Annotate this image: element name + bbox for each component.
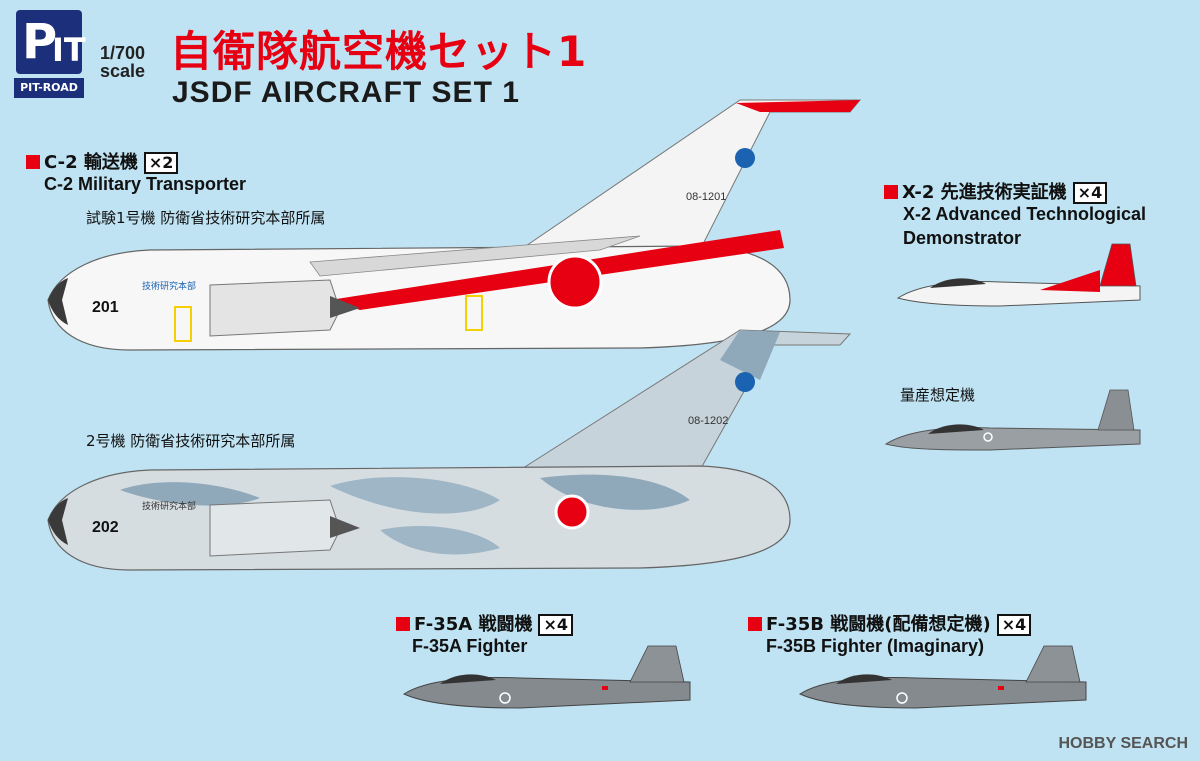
x2-production-note: 量産想定機	[900, 386, 976, 404]
x2-quantity-badge: ×4	[1072, 182, 1108, 204]
c2-first-tail-number: 08-1201	[686, 191, 726, 203]
c2-quantity-badge: ×2	[143, 152, 179, 174]
section-c2-heading: C-2 輸送機×2	[26, 148, 179, 174]
c2-second-tail-number: 08-1202	[688, 415, 728, 427]
c2-first-side-text: 技術研究本部	[142, 280, 196, 292]
logo-letter-p: P	[22, 14, 58, 70]
x2-jp-label: X-2 先進技術実証機	[902, 182, 1067, 203]
c2-en-label: C-2 Military Transporter	[44, 174, 247, 194]
logo-name: PIT-ROAD	[14, 78, 84, 98]
logo-letters-it: IT	[52, 31, 86, 69]
red-square-icon	[748, 617, 762, 631]
red-square-icon	[26, 155, 40, 169]
title-japanese: 自衛隊航空機セット1	[170, 27, 588, 76]
pit-road-logo: P IT PIT-ROAD	[14, 10, 86, 102]
x2-en-label-2: Demonstrator	[903, 228, 1022, 248]
c2-second-note: 2号機 防衛省技術研究本部所属	[86, 432, 296, 450]
f35a-quantity-badge: ×4	[538, 614, 574, 636]
title-english: JSDF AIRCRAFT SET 1	[172, 76, 520, 109]
red-square-icon	[396, 617, 410, 631]
scale-ratio: 1/700	[100, 43, 146, 63]
c2-first-note: 試験1号機 防衛省技術研究本部所属	[86, 209, 326, 227]
scale-word: scale	[100, 61, 146, 81]
f35b-jp-label: F-35B 戦闘機(配備想定機)	[766, 614, 991, 635]
c2-second-side-text: 技術研究本部	[142, 500, 196, 512]
red-square-icon	[884, 185, 898, 199]
section-f35b-heading: F-35B 戦闘機(配備想定機)×4	[748, 610, 1032, 636]
x2-en-label-1: X-2 Advanced Technological	[903, 204, 1147, 224]
section-f35a-heading: F-35A 戦闘機×4	[396, 610, 574, 636]
f35b-quantity-badge: ×4	[996, 614, 1032, 636]
section-x2-heading: X-2 先進技術実証機×4	[884, 178, 1108, 204]
scale-label: 1/700 scale	[100, 44, 145, 80]
logo-mark: P IT	[16, 10, 86, 74]
c2-first-nose-number: 201	[92, 299, 119, 316]
c2-jp-label: C-2 輸送機	[44, 152, 138, 173]
hobby-search-watermark: HOBBY SEARCH	[1058, 735, 1189, 752]
f35a-en-label: F-35A Fighter	[412, 636, 528, 656]
f35b-en-label: F-35B Fighter (Imaginary)	[766, 636, 985, 656]
f35a-jp-label: F-35A 戦闘機	[414, 614, 533, 635]
c2-second-nose-number: 202	[92, 519, 119, 536]
